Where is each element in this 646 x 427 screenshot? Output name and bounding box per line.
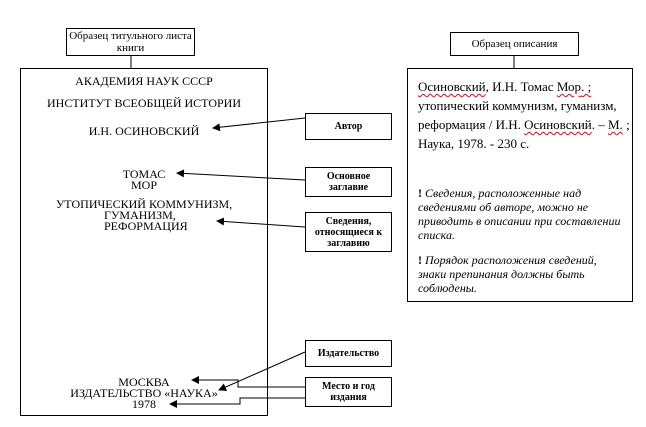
tp-title-line2: МОР <box>130 178 157 192</box>
tp-institute: ИНСТИТУТ ВСЕОБЩЕЙ ИСТОРИИ <box>47 96 241 110</box>
tp-subtitle-line3: РЕФОРМАЦИЯ <box>104 219 188 233</box>
title-page-box: АКАДЕМИЯ НАУК СССР ИНСТИТУТ ВСЕОБЩЕЙ ИСТ… <box>20 68 268 416</box>
tp-publisher: ИЗДАТЕЛЬСТВО «НАУКА» <box>70 386 218 400</box>
desc-title-mor: Мор <box>556 79 582 94</box>
author-label-text: Автор <box>334 121 363 132</box>
desc-punct-1: . ; <box>581 79 592 94</box>
author-arrow <box>212 117 306 132</box>
note-2-mark: ! <box>418 253 422 267</box>
desc-seg-9: ; Наука, 1978. - 230 с. <box>418 117 630 151</box>
place-year-label: Место и год издания <box>305 377 392 407</box>
note-2-text: Порядок расположения сведений, знаки пре… <box>418 253 597 295</box>
note-1-text: Сведения, расположенные над сведениями о… <box>418 186 621 242</box>
tp-year: 1978 <box>132 397 156 411</box>
description-box: Осиновский, И.Н. Томас Мор. ; утопически… <box>407 68 633 302</box>
description-text: Осиновский, И.Н. Томас Мор. ; утопически… <box>418 77 630 153</box>
title-info-label: Сведения, относящиеся к заглавию <box>305 212 392 252</box>
desc-seg-7: . – <box>591 117 608 132</box>
desc-place: М. <box>608 117 623 132</box>
tp-author: И.Н. ОСИНОВСКИЙ <box>88 124 200 138</box>
title-page-sample-caption-text: Образец титульного листа книги <box>69 30 192 54</box>
publisher-label: Издательство <box>305 340 392 367</box>
desc-author-surname-2: Осиновский <box>524 117 592 132</box>
title-info-arrow <box>216 217 306 228</box>
description-sample-caption-text: Образец описания <box>471 38 558 50</box>
author-label: Автор <box>305 113 392 140</box>
desc-seg-2: , И.Н. Томас <box>485 79 557 94</box>
note-1-mark: ! <box>418 186 422 200</box>
main-title-arrow <box>176 169 306 181</box>
title-page-sample-caption: Образец титульного листа книги <box>66 28 195 56</box>
place-year-label-text: Место и год издания <box>322 381 375 403</box>
tp-subtitle-line2: ГУМАНИЗМ, <box>104 208 176 222</box>
desc-author-surname: Осиновский <box>418 79 486 94</box>
main-title-label: Основное заглавие <box>305 167 392 197</box>
note-2: ! Порядок расположения сведений, знаки п… <box>418 253 628 295</box>
tp-academy: АКАДЕМИЯ НАУК СССР <box>75 74 213 88</box>
description-sample-caption: Образец описания <box>450 32 579 56</box>
publisher-label-text: Издательство <box>317 348 380 359</box>
tp-city: МОСКВА <box>118 375 170 389</box>
tp-title-line1: ТОМАС <box>122 167 166 181</box>
desc-seg-5: утопический коммунизм, гуманизм, реформа… <box>418 98 617 132</box>
place-arrow <box>191 376 305 388</box>
note-1: ! Сведения, расположенные над сведениями… <box>418 186 628 242</box>
main-title-label-text: Основное заглавие <box>326 171 371 193</box>
tp-subtitle-line1: УТОПИЧЕСКИЙ КОММУНИЗМ, <box>55 197 233 211</box>
title-info-label-text: Сведения, относящиеся к заглавию <box>314 215 383 249</box>
year-arrow <box>169 397 305 408</box>
publisher-arrow <box>218 351 306 391</box>
